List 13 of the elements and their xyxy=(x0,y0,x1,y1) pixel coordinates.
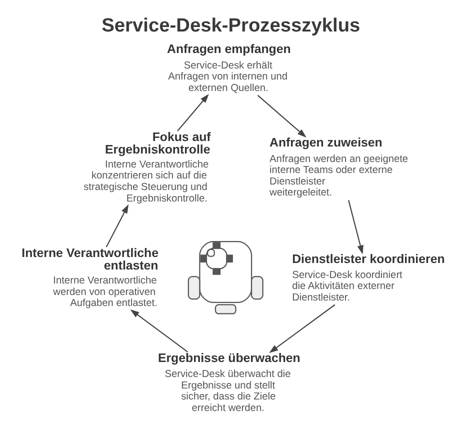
node-text: Anfragen zuweisen Anfragen werden an geeignete interne Teams oder externe Dienstleister weitergeleitet. xyxy=(270,136,408,199)
node-text: Interne Verantwortliche entlasten Interne Verantwortliche werden von operativen Aufgaben entlastet. xyxy=(22,246,158,310)
arrow xyxy=(269,304,336,354)
arrow xyxy=(106,204,129,248)
arrow xyxy=(348,200,364,254)
node-text: Dienstleister koordinieren Service-Desk koordiniert die Aktivitäten externer Dienstleister. xyxy=(292,252,445,304)
arrow xyxy=(177,94,209,132)
node-text: Fokus auf Ergebniskontrolle Interne Verantwortliche konzentrieren sich auf die strategische Steuerung und Ergebniskontrolle. xyxy=(84,130,211,204)
node-text: Ergebnisse überwachen Service-Desk überwacht die Ergebnisse und stellt sicher, dass die Ziele erreicht werden. xyxy=(158,350,300,414)
diagram-title: Service-Desk-Prozesszyklus xyxy=(102,16,360,37)
node-text: Anfragen empfangen Service-Desk erhält Anfragen von internen und externen Quellen. xyxy=(167,42,291,94)
arrow xyxy=(130,309,188,352)
arrow xyxy=(257,94,306,138)
